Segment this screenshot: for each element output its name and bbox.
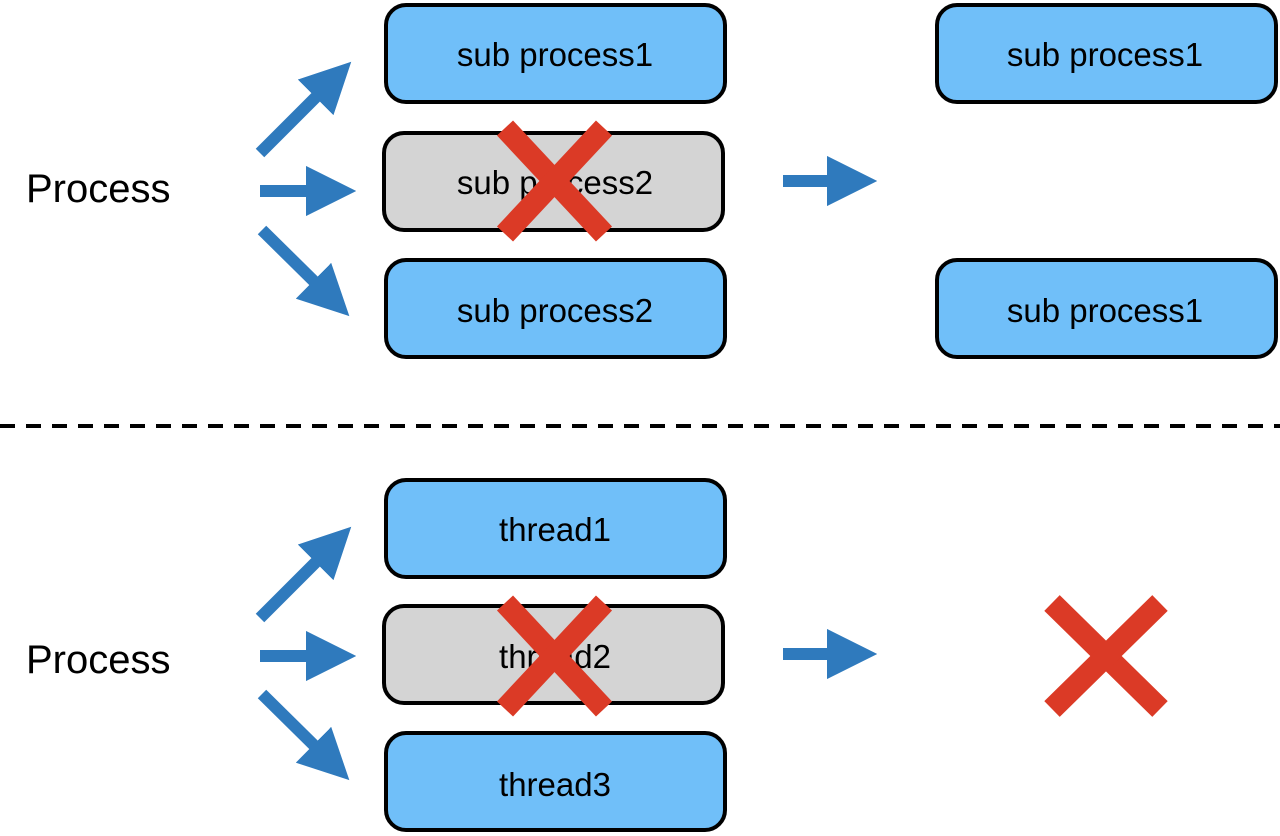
bottom-arrow-down [257,689,350,781]
surviving-box-2: sub process1 [935,258,1278,359]
thread-box-2-killed: thread2 [382,595,725,717]
top-after-boxes: sub process1 sub process1 [935,3,1278,359]
top-before-boxes: sub process1 sub process2 sub process2 [382,3,727,359]
subprocess-box-2-killed: sub process2 [382,120,725,242]
subprocess-box-3: sub process2 [384,258,727,359]
top-arrow-up [255,61,352,158]
cross-icon [496,120,613,242]
thread-box-1: thread1 [384,478,727,579]
bottom-section: Process thread1 thread2 thread3 [26,478,1168,832]
bottom-before-boxes: thread1 thread2 thread3 [382,478,727,832]
thread-box-1-label: thread1 [499,511,611,548]
result-cross-icon [1044,595,1168,717]
bottom-process-label: Process [26,638,171,682]
subprocess-box-1-label: sub process1 [457,36,653,73]
subprocess-box-3-label: sub process2 [457,292,653,329]
top-section: Process sub process1 sub process2 su [26,3,1278,359]
top-arrow-down [257,225,350,317]
top-process-label: Process [26,167,171,211]
surviving-box-2-label: sub process1 [1007,292,1203,329]
surviving-box-1-label: sub process1 [1007,36,1203,73]
bottom-fan-arrows [255,526,357,781]
thread-box-3-label: thread3 [499,766,611,803]
cross-icon [496,595,613,717]
thread-box-3: thread3 [384,731,727,832]
bottom-arrow-up [255,526,352,623]
subprocess-box-1: sub process1 [384,3,727,104]
surviving-box-1: sub process1 [935,3,1278,104]
top-fan-arrows [255,61,357,317]
